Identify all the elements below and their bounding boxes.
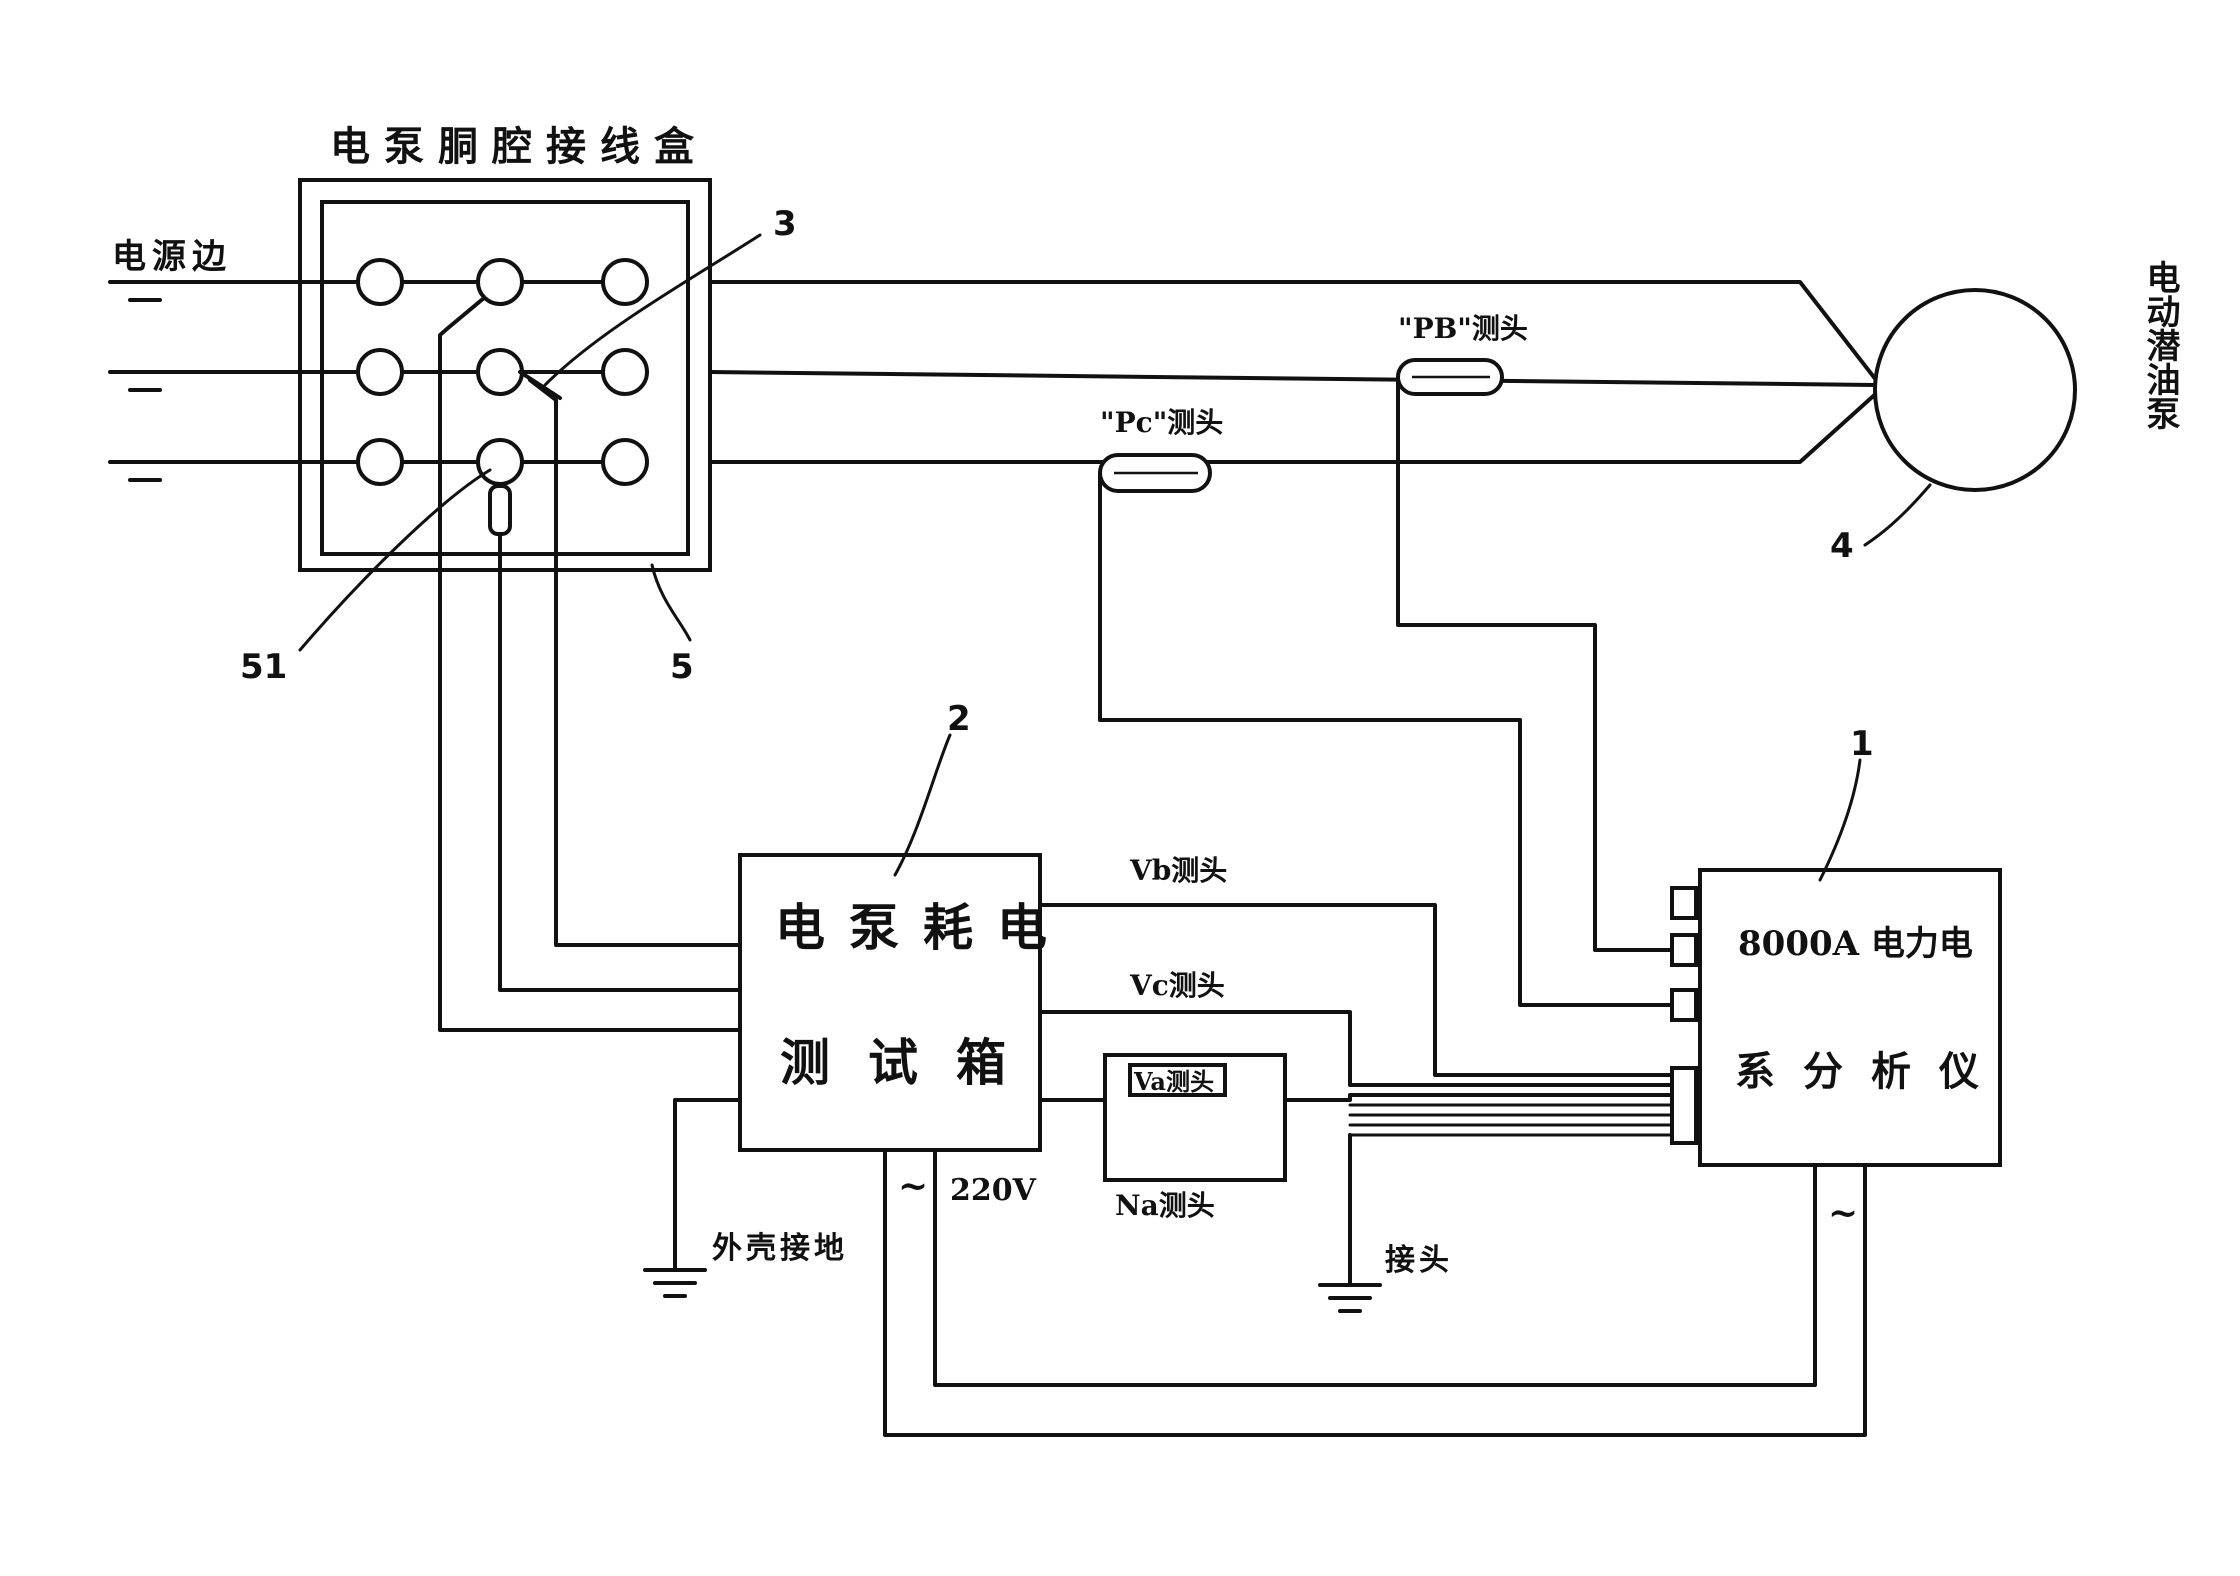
- callout-4-leader: [1863, 483, 1932, 547]
- clip-c: [488, 484, 512, 536]
- motor-line-a: [708, 280, 1882, 387]
- clip-lead-a: [438, 296, 742, 1032]
- pump-motor-circle: [1873, 288, 2077, 492]
- analyzer-port-2: [1670, 933, 1698, 967]
- callout-3: 3: [773, 204, 797, 244]
- motor-line-b: [708, 370, 1877, 387]
- callout-1: 1: [1850, 724, 1874, 764]
- test-box-rect: [738, 853, 1042, 1152]
- test-box-outputs: Vb测头 Vc测头: [1038, 854, 1692, 1137]
- incoming-phase-lines: [108, 280, 382, 482]
- callout-1-leader: [1818, 758, 1862, 882]
- callout-5-leader: [650, 563, 692, 642]
- ground2-symbol: [1318, 1283, 1382, 1313]
- motor-line-c: [708, 388, 1882, 464]
- supply-loops: ~ 220V ~: [883, 1148, 1867, 1437]
- probe-na-label: Na测头: [1115, 1189, 1215, 1222]
- clip-lead-b: [528, 378, 742, 947]
- terminal-2-3: [601, 348, 649, 396]
- ground1-wire: [673, 1098, 742, 1272]
- test-box-supply-a: [883, 1148, 1867, 1437]
- callout-4: 4: [1830, 526, 1854, 566]
- terminal-2-1: [356, 348, 404, 396]
- pump-label: 电动潜油泵: [2140, 260, 2180, 430]
- callout-5: 5: [670, 647, 694, 687]
- probe-pb: "PB"测头: [1396, 312, 1692, 952]
- test-box-supply-voltage: 220V: [950, 1173, 1037, 1208]
- motor-feed-lines: [708, 280, 1882, 464]
- probe-block-va-na: Va测头 Na测头: [1103, 1053, 1692, 1222]
- pump: 电动潜油泵 4: [1830, 260, 2180, 566]
- terminal-1-2: [476, 258, 524, 306]
- clip-b: [518, 370, 562, 400]
- probe-pc-label: "Pc"测头: [1100, 406, 1223, 439]
- test-box-line2: 测试箱: [780, 1034, 1044, 1092]
- clip-leads: [438, 296, 742, 1032]
- analyzer: 8000A 电力电 系分析仪 1: [1670, 724, 2007, 1167]
- probe-va-label: Va测头: [1133, 1067, 1214, 1096]
- probe-pb-cable: [1396, 375, 1692, 952]
- probe-va-tag: [1128, 1063, 1227, 1097]
- test-box-supply-b: [933, 1148, 1817, 1387]
- va-lead: [1038, 1098, 1107, 1137]
- analyzer-supply-symbol: ~: [1828, 1192, 1858, 1234]
- callout-2: 2: [947, 699, 971, 739]
- probe-vc-label: Vc测头: [1129, 969, 1225, 1002]
- terminal-3-1: [356, 438, 404, 486]
- callout-2-leader: [893, 733, 952, 877]
- analyzer-port-3: [1670, 988, 1698, 1022]
- analyzer-line2: 系分析仪: [1735, 1049, 2007, 1095]
- ground2: 接头: [1318, 1133, 1453, 1313]
- vc-lead: [1038, 1010, 1692, 1087]
- bus-lines: [1348, 1103, 1692, 1137]
- callout-51: 51: [240, 647, 287, 687]
- test-box-ground: 外壳接地: [643, 1098, 848, 1298]
- terminal-3-2: [476, 438, 524, 486]
- terminal-2-2: [476, 348, 524, 396]
- test-box: 电泵耗电 测试箱 2: [738, 699, 1071, 1152]
- analyzer-port-bus: [1670, 1066, 1698, 1145]
- probe-pc-cable: [1098, 471, 1692, 1007]
- analyzer-port-1: [1670, 886, 1698, 920]
- callout-3-leader: [543, 233, 762, 387]
- terminal-3-3: [601, 438, 649, 486]
- block-out: [1283, 1093, 1692, 1102]
- test-box-line1: 电泵耗电: [775, 899, 1071, 957]
- vb-lead: [1038, 903, 1692, 1077]
- ground1-symbol: [643, 1268, 707, 1298]
- terminal-1-3: [601, 258, 649, 306]
- analyzer-line1: 8000A 电力电: [1738, 924, 1973, 964]
- probe-pb-label: "PB"测头: [1398, 312, 1528, 345]
- callout-51-leader: [298, 468, 492, 652]
- probe-vb-label: Vb测头: [1129, 854, 1227, 887]
- terminal-1-1: [356, 258, 404, 306]
- test-box-supply-symbol: ~: [898, 1165, 928, 1207]
- analyzer-rect: [1698, 868, 2002, 1167]
- power-side-label: 电源边: [112, 237, 232, 277]
- ground1-label: 外壳接地: [712, 1231, 848, 1266]
- junction-box-title: 电泵胴腔接线盒: [330, 124, 708, 170]
- ground2-label: 接头: [1385, 1243, 1453, 1278]
- probe-pc: "Pc"测头: [1098, 406, 1692, 1007]
